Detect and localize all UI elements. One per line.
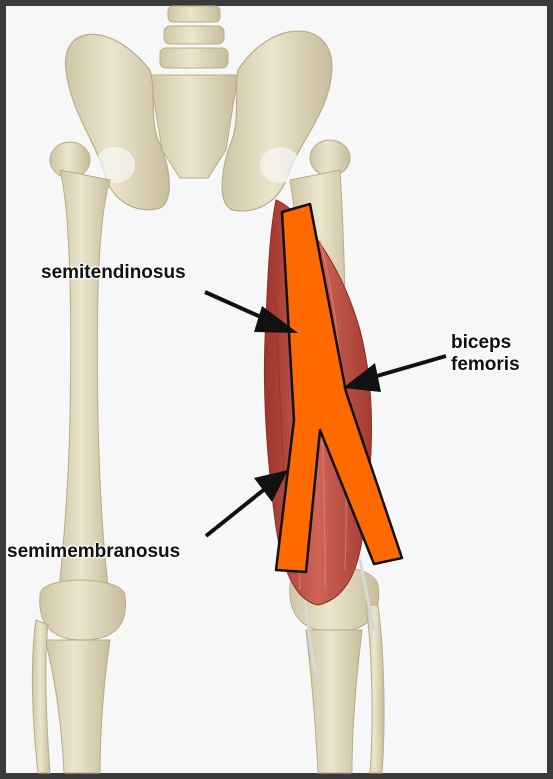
label-semimembranosus-text: semimembranosus	[7, 541, 181, 562]
left-lower-leg-icon	[31, 619, 111, 774]
label-biceps-femoris: biceps femoris	[451, 332, 520, 376]
arrow-biceps-femoris-icon	[343, 354, 447, 392]
right-lower-leg-icon	[305, 604, 385, 774]
arrow-semimembranosus-icon	[204, 470, 288, 538]
left-femur-icon	[39, 141, 127, 641]
arrow-semitendinosus-icon	[204, 290, 298, 333]
highlight-y-shape	[274, 202, 404, 574]
label-biceps-line1: biceps	[451, 332, 512, 353]
label-semitendinosus: semitendinosus	[41, 262, 186, 284]
pelvis-icon	[64, 30, 333, 212]
label-semimembranosus: semimembranosus	[7, 541, 180, 563]
label-semitendinosus-text: semitendinosus	[41, 262, 186, 283]
label-biceps-line2: femoris	[451, 354, 520, 375]
